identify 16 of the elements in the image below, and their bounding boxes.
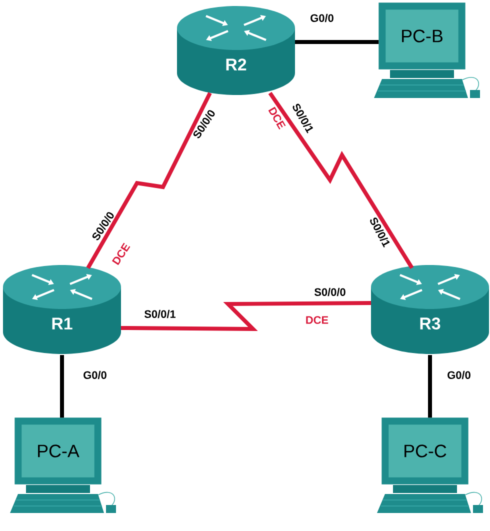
ethernet-link xyxy=(60,355,64,418)
serial-link xyxy=(268,92,414,270)
computer: PC-A xyxy=(10,418,116,513)
serial-link xyxy=(86,92,212,269)
interface-label: G0/0 xyxy=(448,370,470,380)
ethernet-link xyxy=(294,40,379,44)
computer: PC-B xyxy=(374,2,480,98)
dce-label: DCE xyxy=(306,316,328,324)
router: R3 xyxy=(371,265,489,354)
router: R1 xyxy=(3,265,121,354)
serial-link xyxy=(120,301,372,332)
ethernet-link xyxy=(428,355,432,418)
router: R2 xyxy=(177,6,295,95)
computer: PC-C xyxy=(377,418,483,513)
interface-label: G0/0 xyxy=(84,370,106,380)
interface-label: S0/0/0 xyxy=(314,288,346,296)
